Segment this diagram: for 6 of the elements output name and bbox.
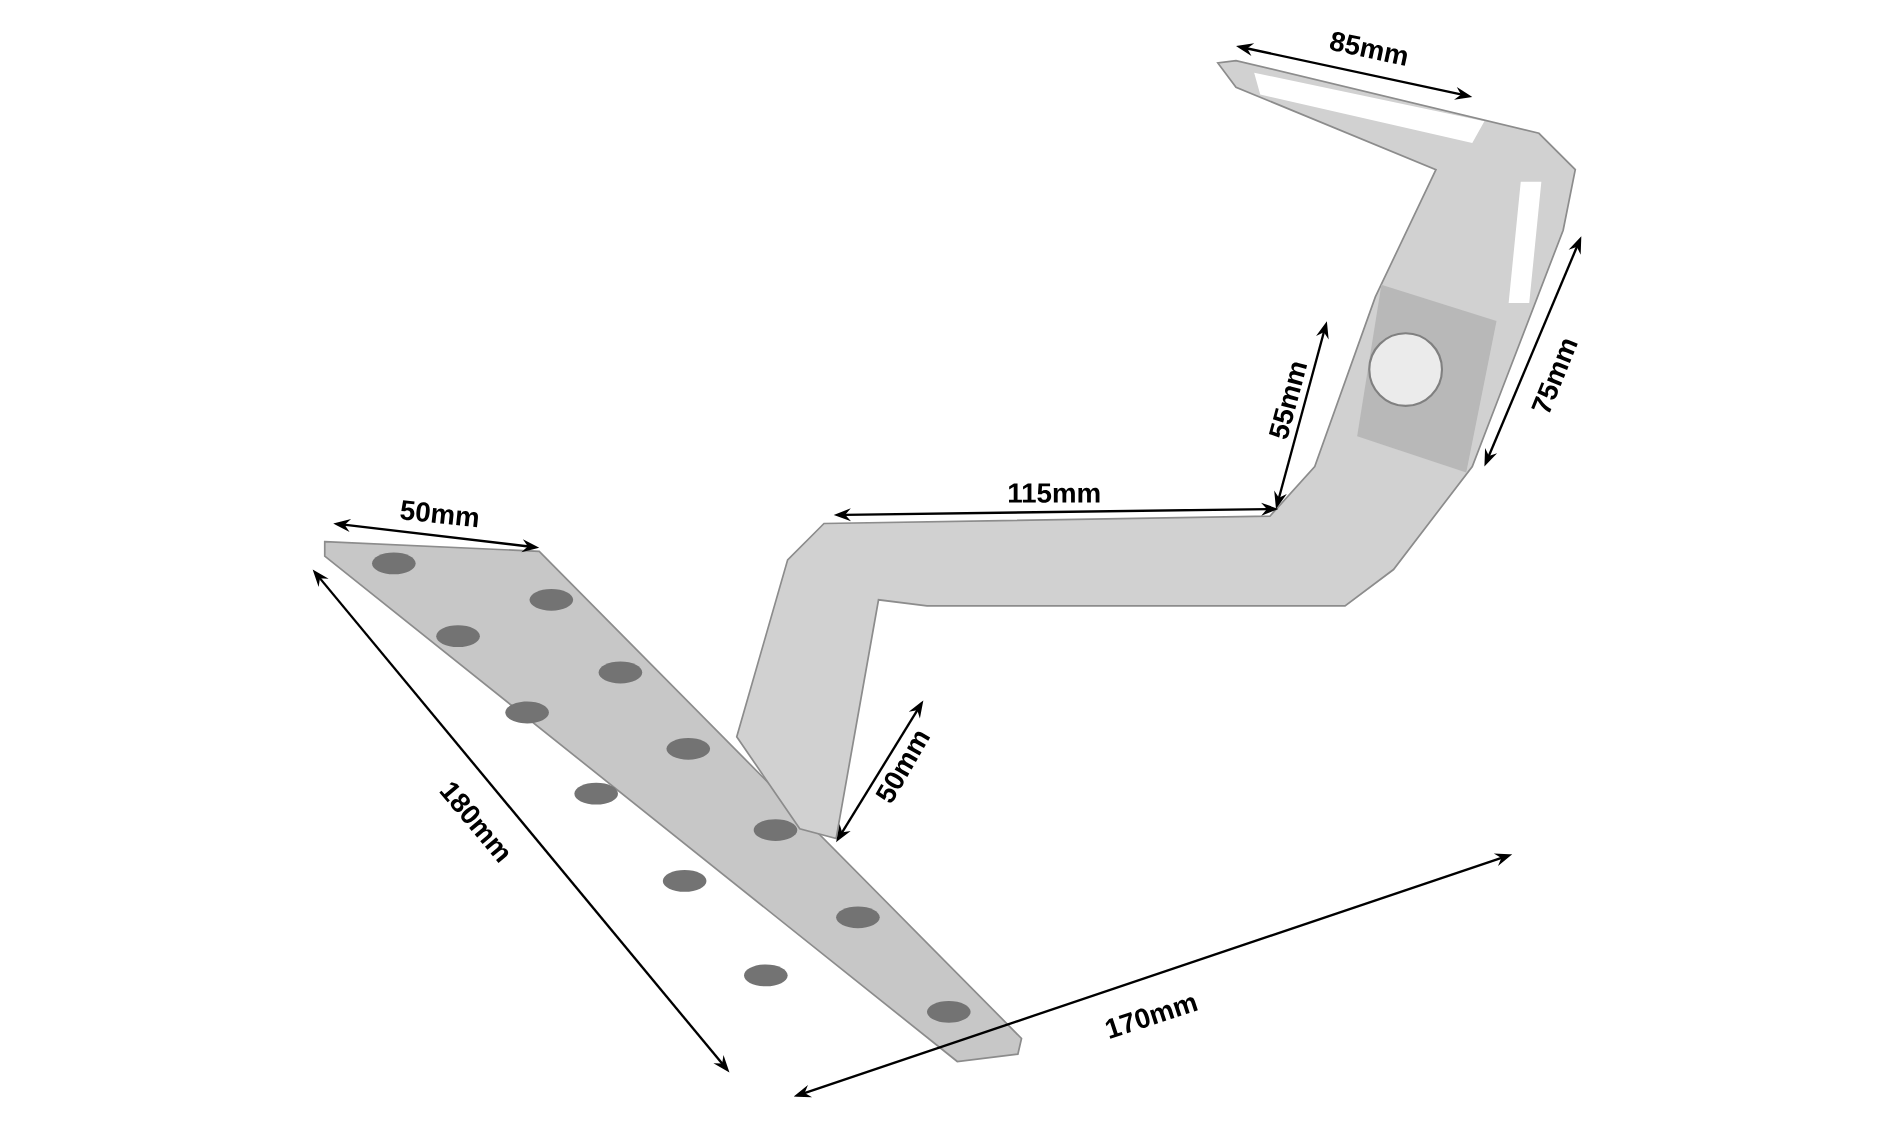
dimension-label: 115mm: [1009, 483, 1100, 503]
dimension-label: 55mm: [1268, 362, 1308, 439]
dimension-label: 85mm: [1329, 31, 1407, 66]
dimension-label: 50mm: [400, 500, 478, 528]
dimension-label: 75mm: [1531, 339, 1578, 413]
dimension-label: 170mm: [1105, 997, 1198, 1039]
